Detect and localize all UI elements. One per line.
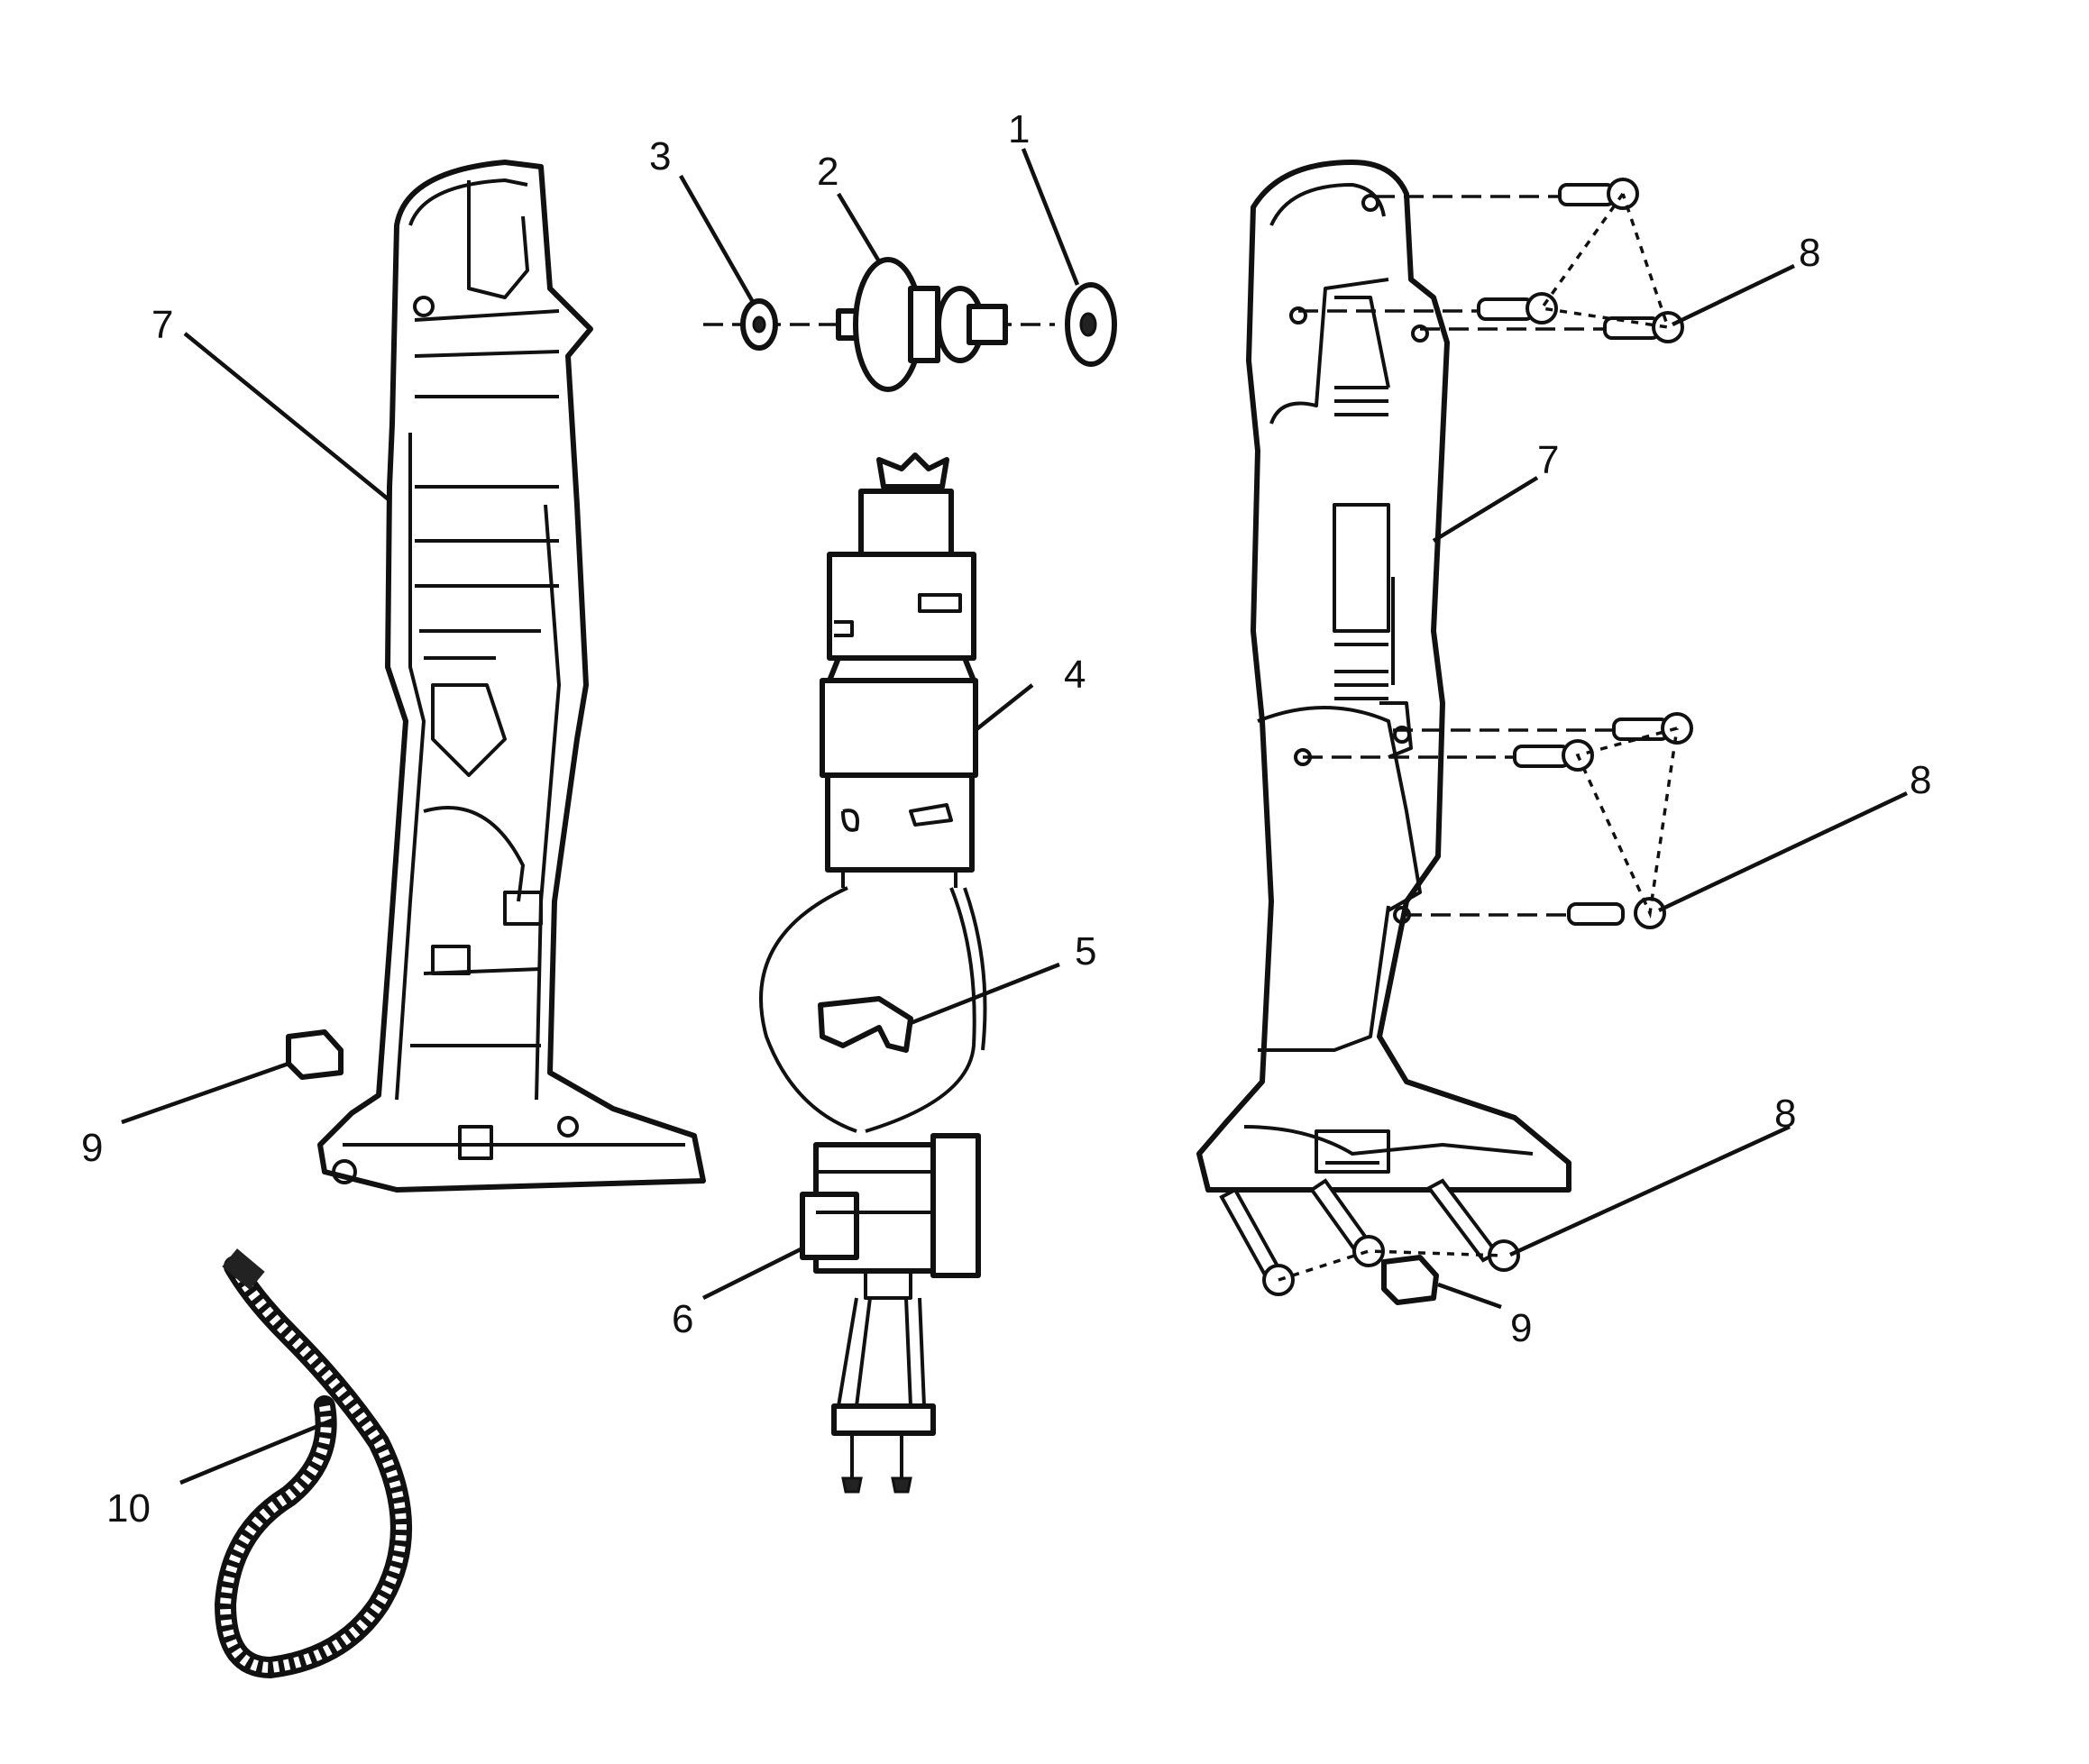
wiring (759, 886, 987, 1133)
spindle-assembly (703, 257, 1117, 392)
callout-6: 6 (672, 1297, 693, 1341)
clip-part-9-right (1381, 1255, 1439, 1305)
leader-lines (121, 148, 1908, 1485)
callout-8-bottom: 8 (1774, 1092, 1796, 1136)
callout-9-left: 9 (81, 1126, 103, 1170)
callout-7-left: 7 (151, 303, 173, 347)
screws-middle (1303, 712, 1693, 929)
callout-1: 1 (1008, 107, 1030, 151)
callout-3: 3 (649, 134, 671, 178)
callout-8-upper: 8 (1799, 231, 1820, 275)
callout-2: 2 (817, 150, 838, 194)
callout-labels: 1 2 3 4 5 6 7 7 8 8 8 9 9 10 (81, 107, 1931, 1531)
callout-9-right: 9 (1510, 1306, 1532, 1350)
screws-bottom (1219, 1178, 1520, 1296)
screws-upper (1298, 178, 1684, 343)
clip-part-5 (818, 996, 913, 1053)
housing-half-left (317, 160, 706, 1193)
motor (820, 452, 978, 888)
callout-10: 10 (106, 1486, 151, 1531)
wrist-strap-part-10 (214, 1248, 412, 1679)
callout-4: 4 (1064, 653, 1086, 697)
callout-8-middle: 8 (1910, 758, 1931, 802)
callout-5: 5 (1075, 929, 1096, 973)
callout-7-right: 7 (1537, 438, 1559, 482)
switch-part-6 (800, 1133, 981, 1494)
housing-half-right (1196, 160, 1571, 1193)
clip-part-9-left (286, 1029, 344, 1080)
